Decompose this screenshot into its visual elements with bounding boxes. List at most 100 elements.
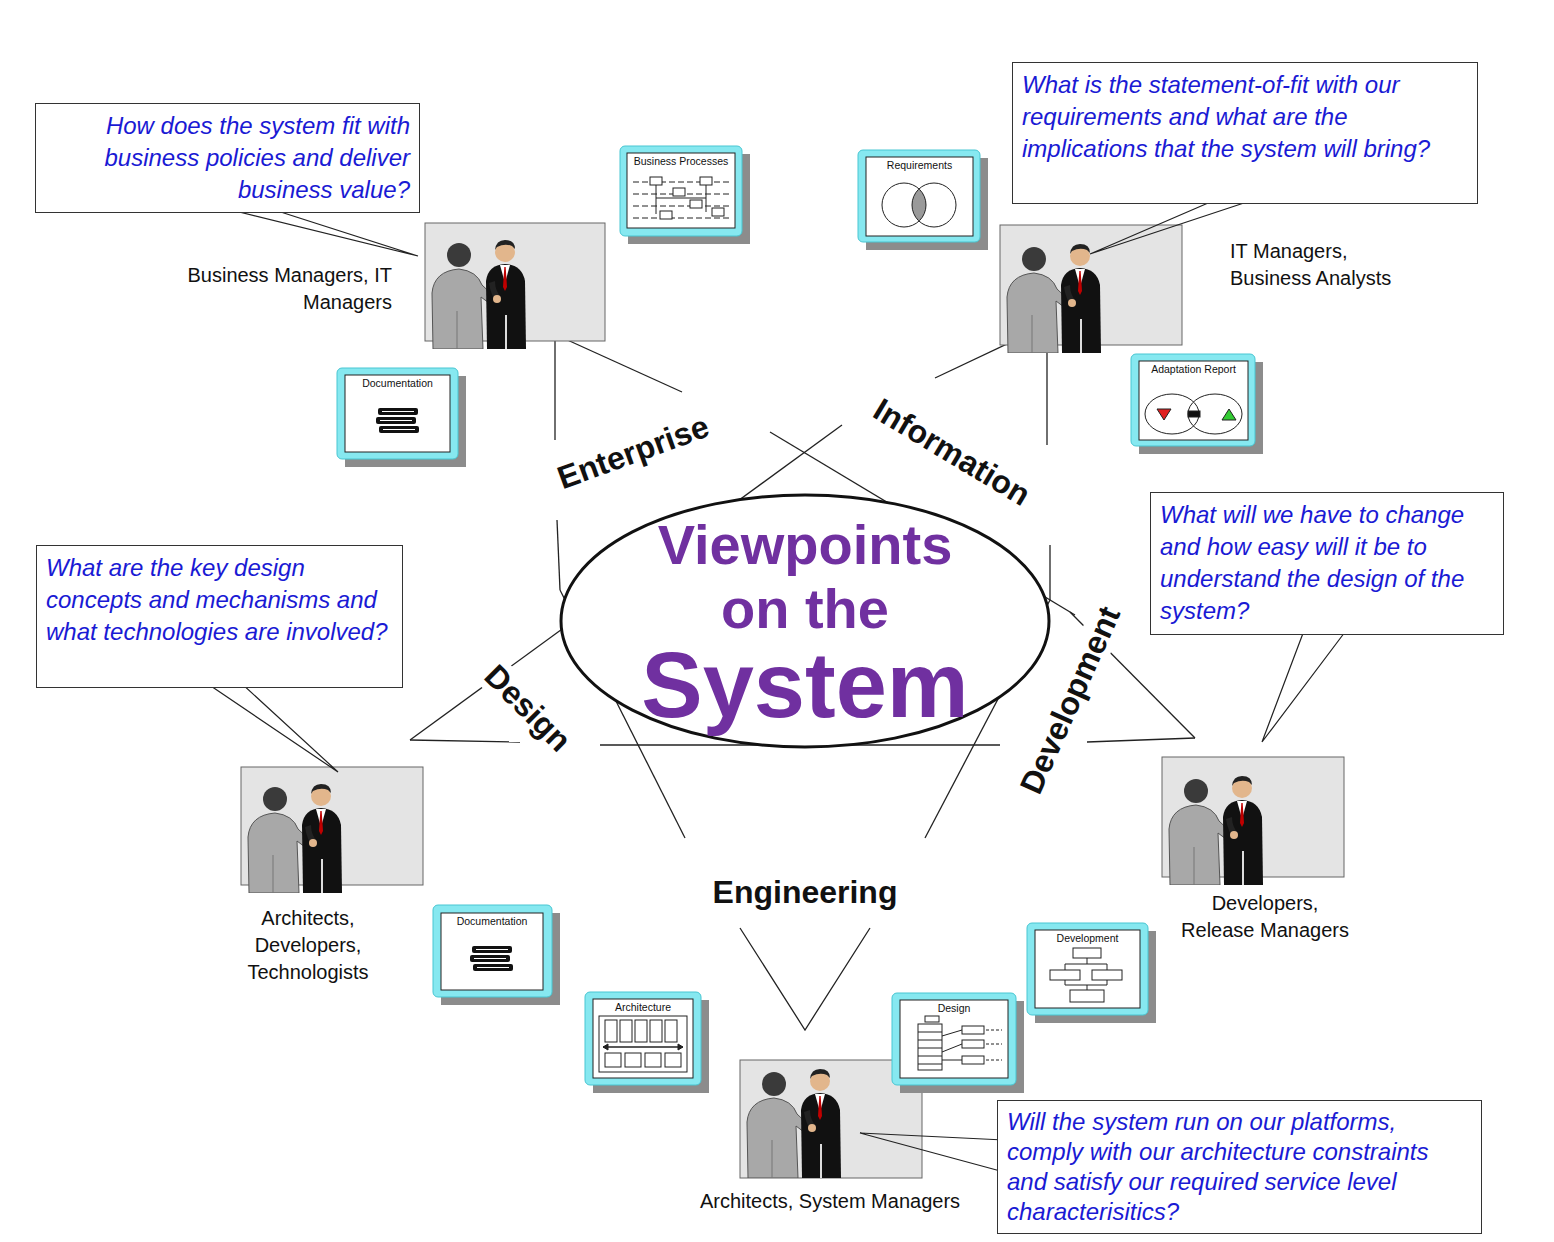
callout-tails [215, 206, 418, 256]
process-drawing [633, 182, 730, 183]
development-drawing [1070, 990, 1104, 1002]
development-drawing [1073, 948, 1101, 958]
icon-title: Business Processes [627, 153, 735, 167]
callout-tails [1262, 628, 1348, 742]
development-drawing [1087, 958, 1088, 964]
development-drawing [1065, 985, 1107, 986]
documentation-stack [477, 967, 509, 968]
design-drawing [918, 1016, 1002, 1070]
star-lines [1049, 545, 1050, 600]
development-drawing [1050, 970, 1080, 980]
callout-text: Will the system run on our platforms, co… [1007, 1107, 1472, 1227]
stakeholder-box: Developers, Release Managers [1162, 757, 1344, 877]
artifact-icon: Adaptation Report [1139, 361, 1248, 440]
artifact-icon: Documentation [441, 913, 543, 990]
callout-text: What will we have to change and how easy… [1160, 499, 1494, 627]
star-lines [410, 740, 520, 742]
star-lines [740, 928, 870, 1030]
design-drawing [942, 1030, 962, 1036]
design-drawing [942, 1060, 962, 1061]
center-title: Viewpoints on the [635, 513, 975, 641]
stakeholder-boxes [1169, 776, 1263, 885]
architecture-drawing [605, 1053, 621, 1067]
icon-frames [337, 368, 458, 459]
role-caption: Developers, Release Managers [1176, 890, 1354, 944]
icon-frames [1139, 361, 1248, 440]
development-drawing [1065, 964, 1107, 965]
process-drawing [633, 206, 730, 207]
icon-title: Documentation [441, 913, 543, 927]
documentation-stack [470, 946, 513, 971]
icon-frames [433, 905, 552, 997]
callout-text: What are the key design concepts and mec… [46, 552, 393, 648]
artifact-icon: Architecture [593, 999, 693, 1078]
architecture-drawing [603, 1046, 683, 1048]
design-drawing [962, 1026, 984, 1034]
speech-callout: How does the system fit with business po… [35, 103, 420, 213]
viewpoint-label: Design [474, 654, 582, 762]
icon-frames [1035, 930, 1140, 1008]
stakeholder-boxes [1007, 244, 1101, 353]
design-drawing [918, 1024, 942, 1070]
star-lines [552, 333, 682, 392]
speech-callout: What will we have to change and how easy… [1150, 492, 1504, 635]
adaptation-venn [1145, 394, 1242, 434]
design-drawing [918, 1032, 942, 1033]
requirements-venn [882, 183, 926, 227]
process-drawing [660, 211, 672, 219]
architecture-drawing [635, 1020, 647, 1042]
process-drawing [712, 208, 724, 216]
speech-callout: Will the system run on our platforms, co… [997, 1100, 1482, 1234]
adaptation-venn [1188, 394, 1242, 434]
requirements-venn [912, 183, 956, 227]
speech-callout: What are the key design concepts and mec… [36, 545, 403, 688]
ellipse-outline [561, 495, 1049, 747]
callout-tails [860, 1133, 1004, 1172]
icon-frames [585, 992, 701, 1085]
development-drawing [1092, 970, 1122, 980]
star-lines [410, 325, 1195, 1030]
speech-callout: What is the statement-of-fit with our re… [1012, 62, 1478, 204]
icon-frames [1139, 362, 1263, 454]
process-drawing [633, 177, 730, 219]
architecture-drawing [599, 1016, 687, 1072]
icon-title: Documentation [345, 375, 450, 389]
adaptation-venn [1188, 411, 1200, 417]
stakeholder-box: Architects, System Managers [740, 1060, 922, 1178]
process-drawing [633, 218, 730, 219]
architecture-drawing [605, 1020, 617, 1042]
architecture-drawing [599, 1016, 687, 1072]
center-title: System [641, 641, 968, 729]
viewpoint-label: Information [863, 389, 1041, 516]
process-drawing [690, 200, 702, 208]
icon-frames [441, 913, 543, 990]
icon-title: Architecture [593, 999, 693, 1013]
icon-frames [1131, 354, 1255, 446]
documentation-stack [379, 426, 419, 433]
design-drawing [986, 1030, 1002, 1031]
design-drawing [962, 1040, 984, 1048]
development-drawing [1065, 964, 1066, 970]
icon-title: Design [900, 1000, 1008, 1014]
documentation-stack [472, 946, 512, 953]
architecture-drawing [620, 1020, 632, 1042]
documentation-stack [473, 964, 513, 971]
process-drawing [656, 198, 706, 199]
role-caption: IT Managers, Business Analysts [1230, 238, 1425, 292]
icon-title: Development [1035, 930, 1140, 944]
design-drawing [925, 1016, 939, 1022]
callout-text: How does the system fit with business po… [45, 110, 410, 206]
viewpoint-label: Engineering [708, 874, 903, 910]
design-drawing [918, 1064, 942, 1065]
icon-title: Adaptation Report [1139, 361, 1248, 375]
process-drawing [650, 177, 662, 185]
icon-drawings [376, 177, 1242, 1072]
adaptation-venn [1157, 409, 1171, 420]
icon-frames [345, 375, 450, 452]
design-drawing [942, 1044, 962, 1052]
artifact-icon: Development [1035, 930, 1140, 1008]
process-drawing [673, 188, 685, 196]
callout-tails [205, 682, 338, 772]
role-caption: Architects, System Managers [680, 1188, 980, 1215]
design-drawing [962, 1056, 984, 1064]
